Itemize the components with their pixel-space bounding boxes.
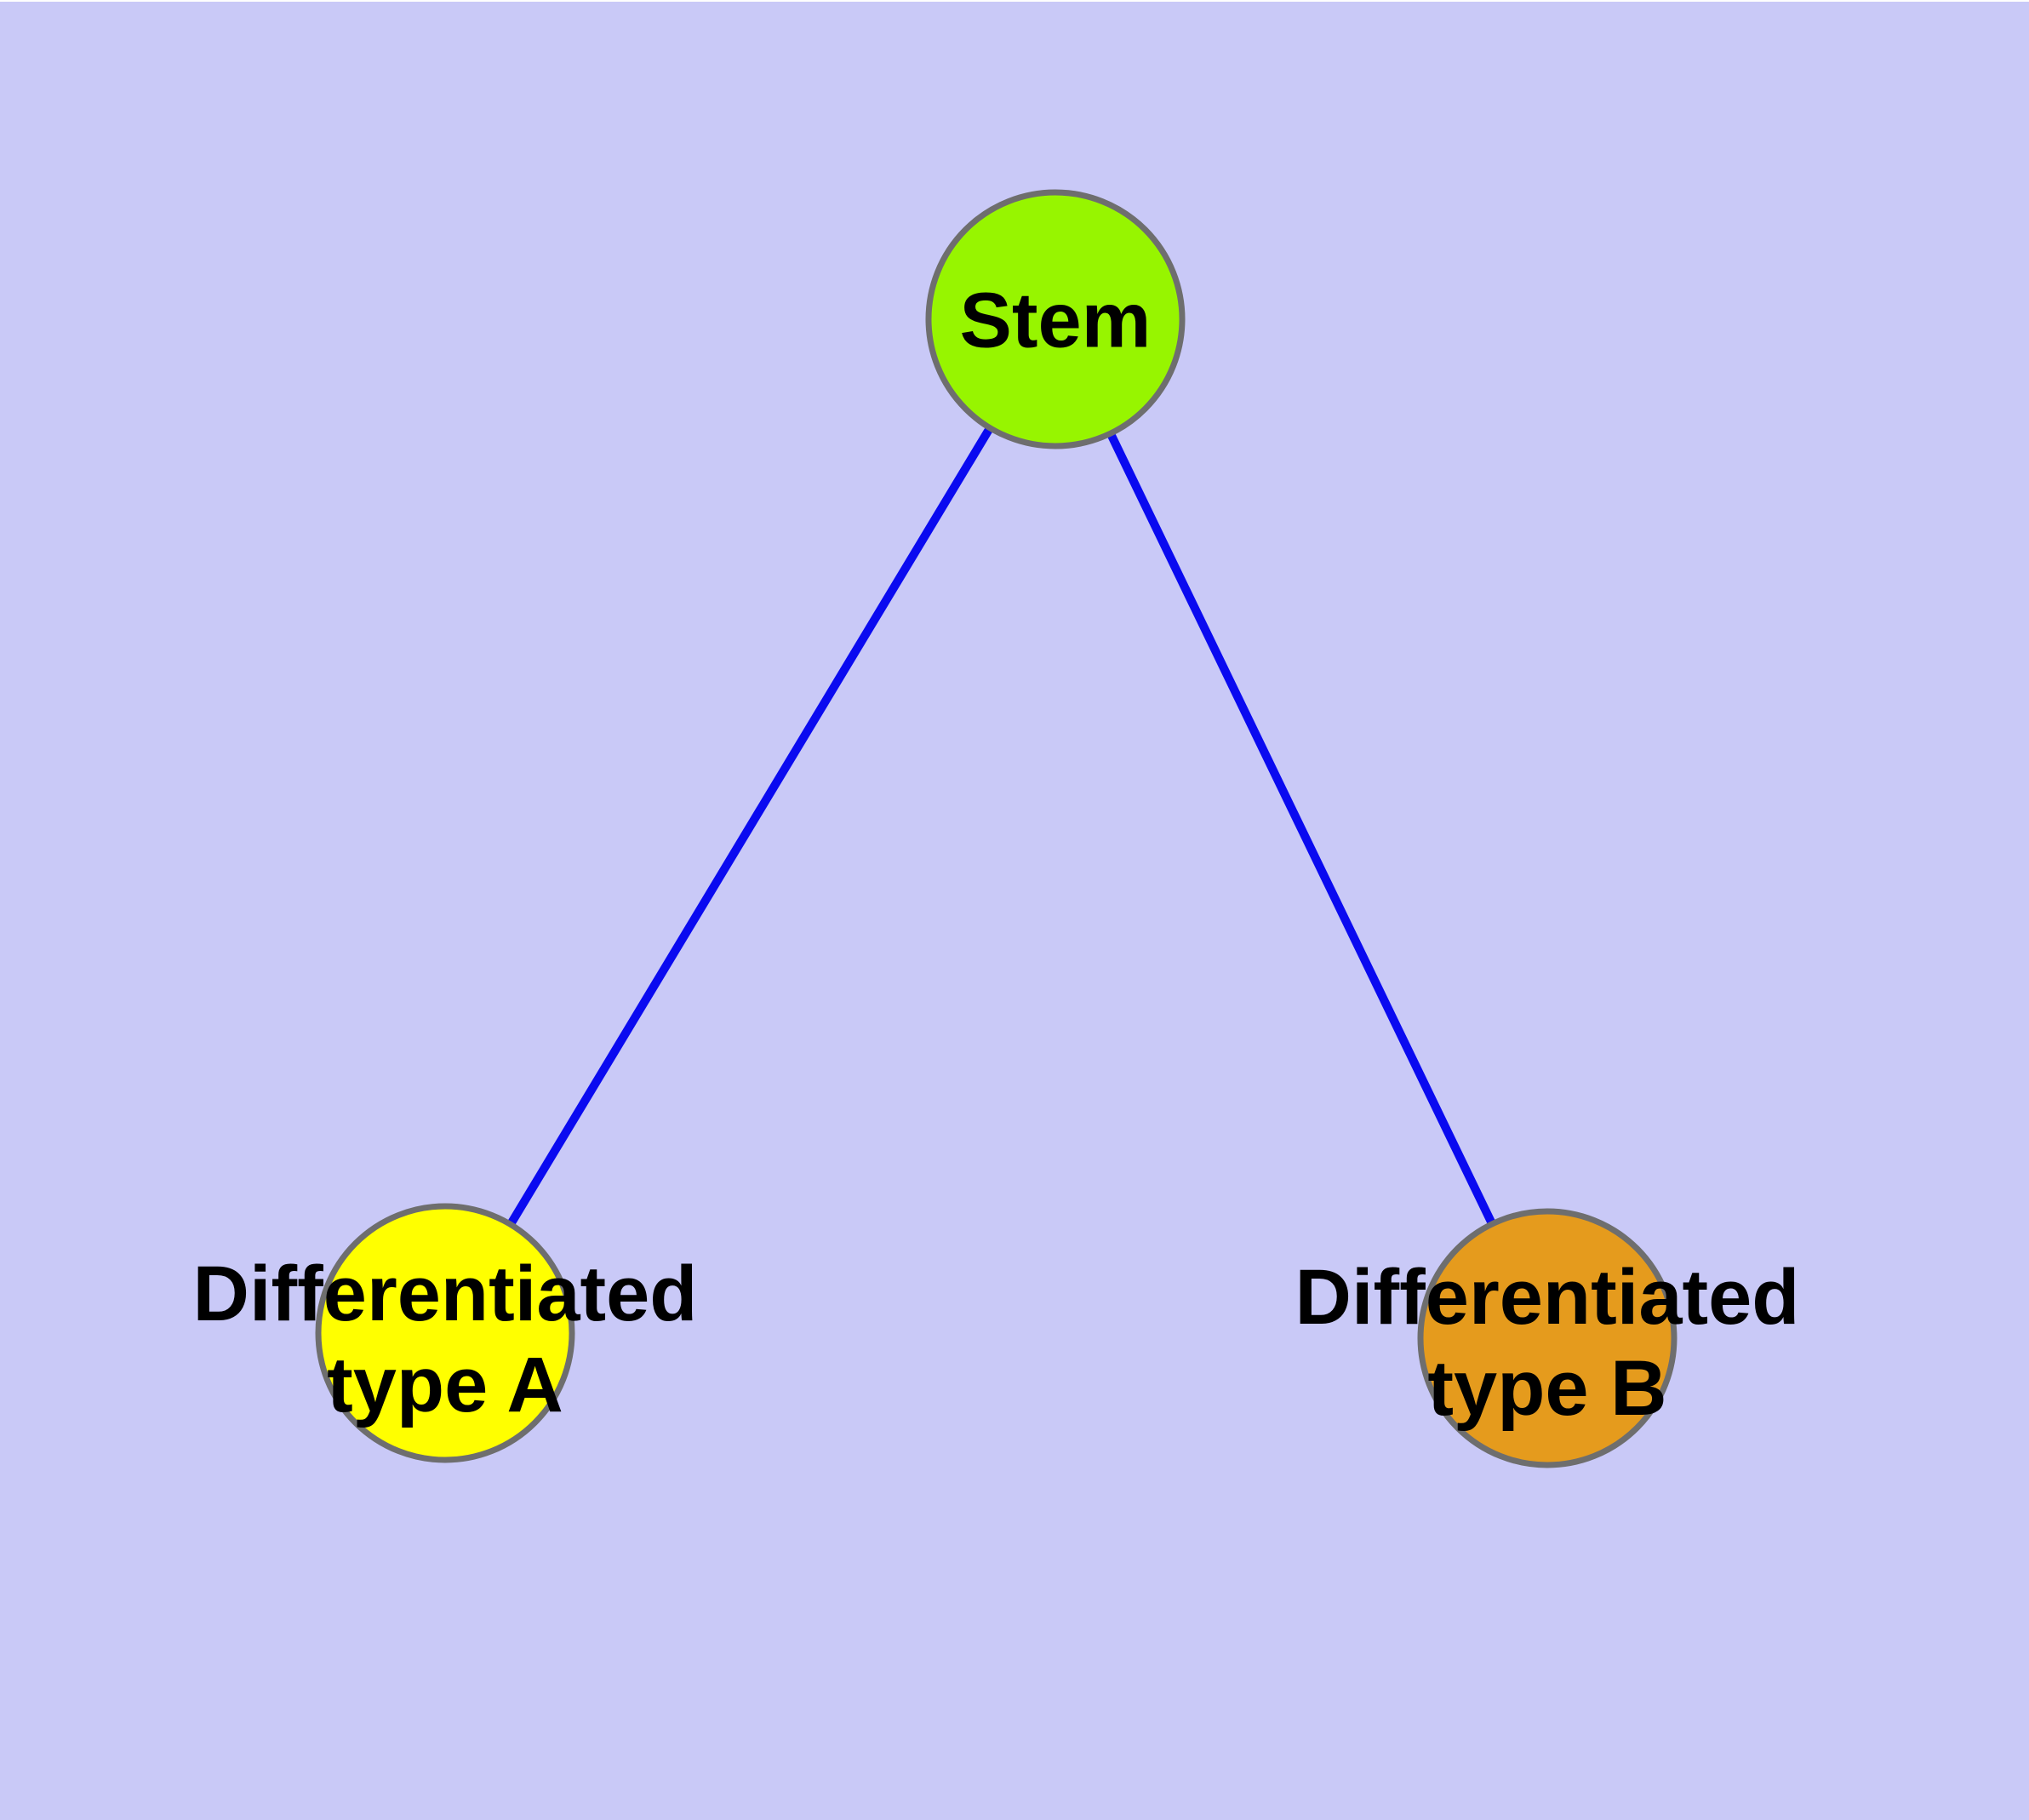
node-stem-label-line: Stem [959, 277, 1152, 364]
node-type-a-label: Differentiated type A [193, 1249, 698, 1431]
node-type-b-label-line1: Differentiated [1295, 1254, 1800, 1342]
node-type-b-label: Differentiated type B [1295, 1252, 1800, 1434]
node-type-b-label-line2: type B [1427, 1345, 1667, 1432]
node-stem-label: Stem [960, 276, 1152, 367]
edge-stem-to-type-a [441, 317, 1060, 1336]
node-stem-circle [925, 189, 1186, 449]
node-type-a-circle [315, 1203, 575, 1463]
node-type-b-circle [1417, 1208, 1677, 1468]
node-type-a-label-line1: Differentiated [192, 1251, 698, 1338]
edge-stem-to-type-b [1051, 317, 1552, 1341]
node-type-a-label-line2: type A [327, 1342, 563, 1428]
top-edge-strip [0, 0, 2029, 2]
